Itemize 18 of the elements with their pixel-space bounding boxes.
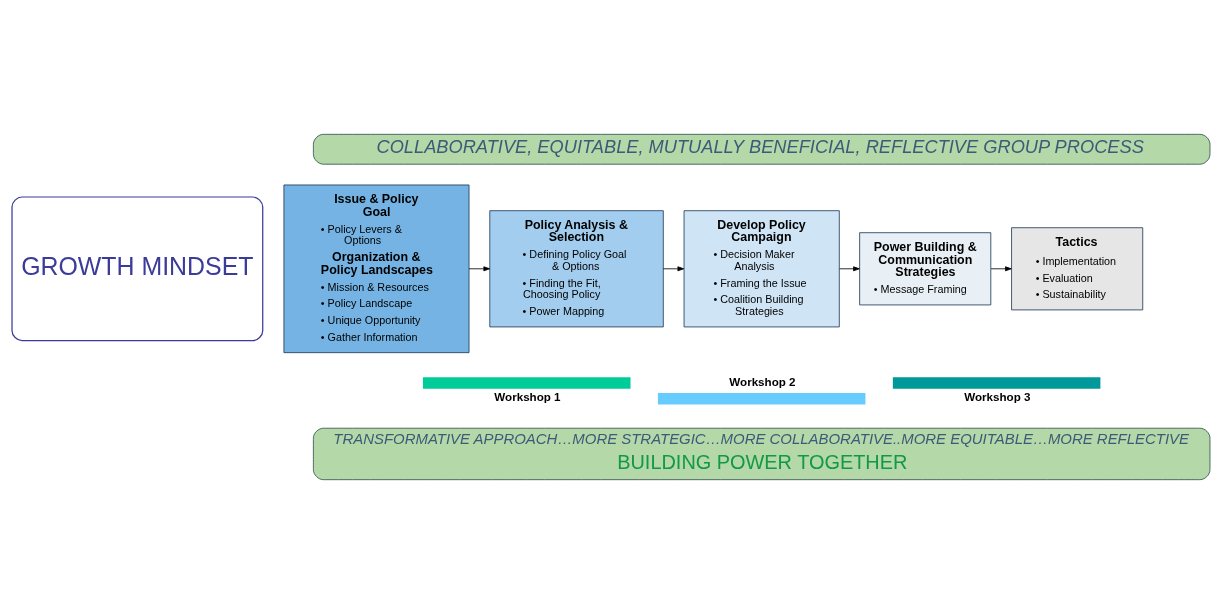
arrow xyxy=(662,266,685,272)
node-label: Workshop 2 xyxy=(729,374,796,388)
node-box: TRANSFORMATIVE APPROACH…MORE STRATEGIC…MORE COLLABORATIVE..MORE EQUITABLE…MORE REFLECTIVE BUILDING POWER TOGETHER xyxy=(312,427,1211,481)
node-box: Issue & Policy Goal • Policy Levers & Options Organization & Policy Landscapes • Mission & Resources • Policy Landscape • Unique Opportunity • Gather Information xyxy=(283,184,470,354)
node-box xyxy=(422,377,631,389)
node-box: Power Building & Communication Strategies • Message Framing xyxy=(859,232,992,306)
arrow xyxy=(990,266,1012,272)
node-label: Workshop 3 xyxy=(964,389,1031,403)
node-label: Workshop 1 xyxy=(494,389,561,403)
arrow xyxy=(468,266,491,272)
node-box: COLLABORATIVE, EQUITABLE, MUTUALLY BENEFICIAL, REFLECTIVE GROUP PROCESS xyxy=(312,133,1211,165)
node-box xyxy=(892,377,1101,389)
node-box xyxy=(657,392,866,405)
node-box: GROWTH MINDSET xyxy=(11,196,264,342)
node-box: Policy Analysis & Selection • Defining Policy Goal & Options • Finding the Fit, Choosing Policy • Power Mapping xyxy=(489,210,664,328)
node-box: Develop Policy Campaign • Decision Maker Analysis • Framing the Issue • Coalition Building Strategies xyxy=(683,210,840,328)
arrow xyxy=(839,266,860,272)
node-box: Tactics • Implementation • Evaluation • Sustainability xyxy=(1011,227,1144,311)
